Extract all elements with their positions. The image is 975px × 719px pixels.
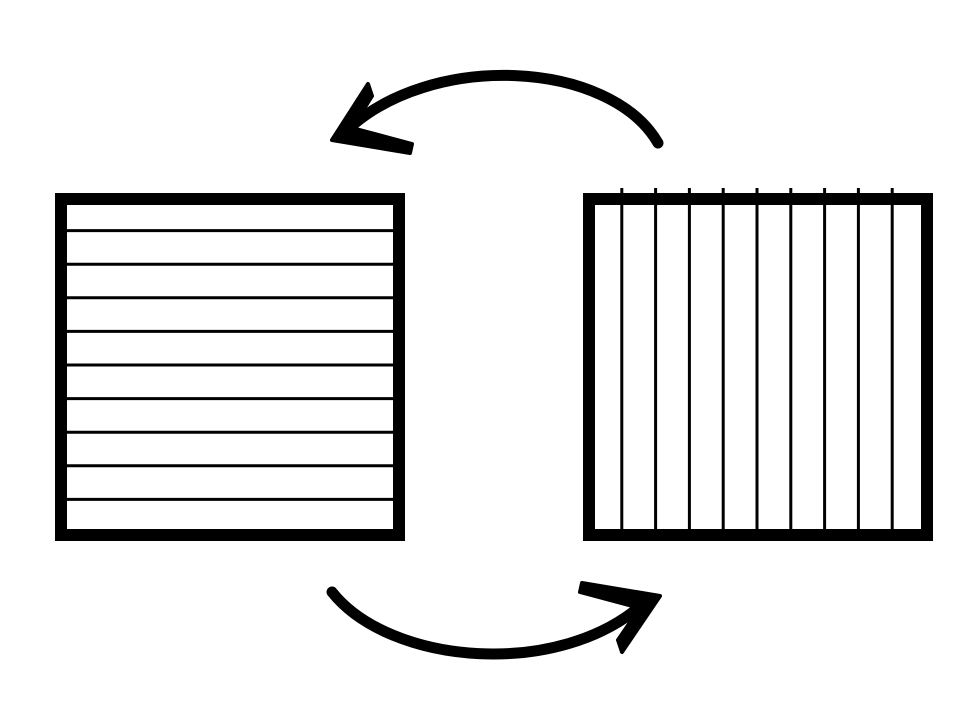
horizontal-lines-square [55,193,405,541]
bottom-arrow-icon [326,581,662,660]
vertical-lines-square [583,188,933,541]
top-arrow-icon [330,69,664,155]
left-square-frame [55,193,405,541]
